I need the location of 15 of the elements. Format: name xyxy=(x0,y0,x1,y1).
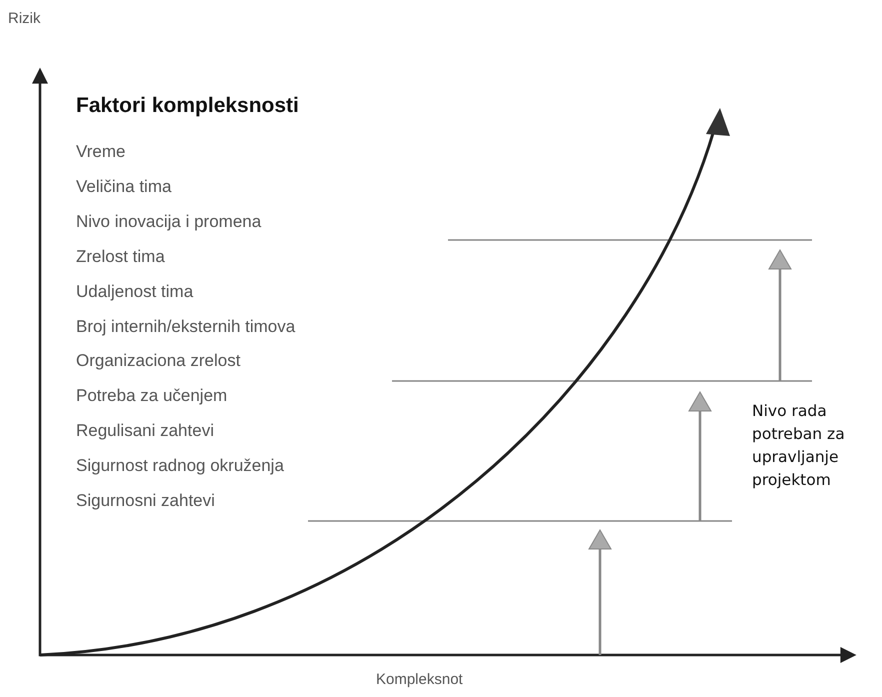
list-item: Potreba za učenjem xyxy=(76,386,228,407)
note-text: Nivo rada potreban za upravljanje projektom xyxy=(752,401,846,491)
list-item: Sigurnosni zahtevi xyxy=(76,491,215,512)
axis-label: Rizik xyxy=(8,10,40,28)
list-item: Veličina tima xyxy=(76,176,172,198)
list-item: Broj internih/eksternih timova xyxy=(76,316,296,337)
list-item: Zrelost tima xyxy=(76,246,165,268)
list-item: Vreme xyxy=(76,142,126,162)
list-item: Organizaciona zrelost xyxy=(76,351,240,372)
list-item: Regulisani zahtevi xyxy=(76,421,214,442)
axis-label: Kompleksnot xyxy=(376,671,463,689)
list-item: Udaljenost tima xyxy=(76,282,194,302)
list-item: Nivo inovacija i promena xyxy=(76,212,262,232)
list-heading: Faktori kompleksnosti xyxy=(76,93,299,118)
list-item: Sigurnost radnog okruženja xyxy=(76,456,284,476)
